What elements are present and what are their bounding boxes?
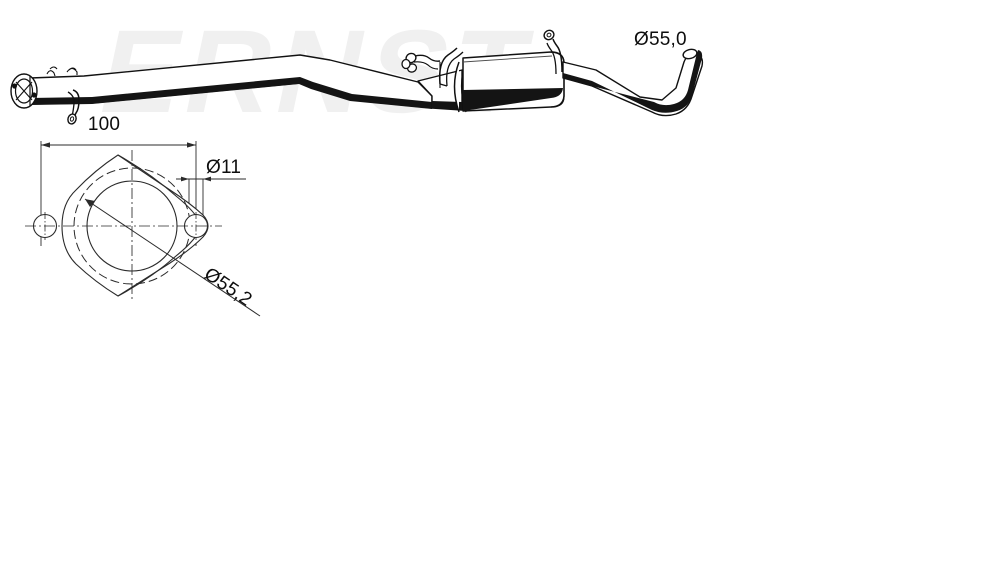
dimension-d55-0-label: Ø55,0 [634,29,687,50]
dimension-d55-0-group: Ø55,0 [634,29,687,50]
flange-bore-leader [84,198,261,317]
silencer-front-hanger [401,47,464,88]
inlet-flange-collar [10,73,38,109]
inlet-pipe-lugs [46,66,78,77]
silencer-inlet-neck-shadow [432,101,462,110]
silencer-rear-hanger [543,29,563,75]
dimension-100-label: 100 [88,114,120,135]
exhaust-assembly [10,29,704,125]
dimension-d11-group: Ø11 [176,157,246,223]
tail-pipe-outlet [682,48,698,60]
dimension-100-group: 100 [40,114,197,246]
dimension-d11-label: Ø11 [206,157,241,178]
silencer-lower-band [463,88,563,111]
flange-outline [61,154,209,297]
dimension-d55-2-label: Ø55,2 [200,264,255,311]
tail-pipe-shadow [563,50,703,113]
silencer-body [462,51,565,112]
front-hanger-hook [67,89,80,125]
